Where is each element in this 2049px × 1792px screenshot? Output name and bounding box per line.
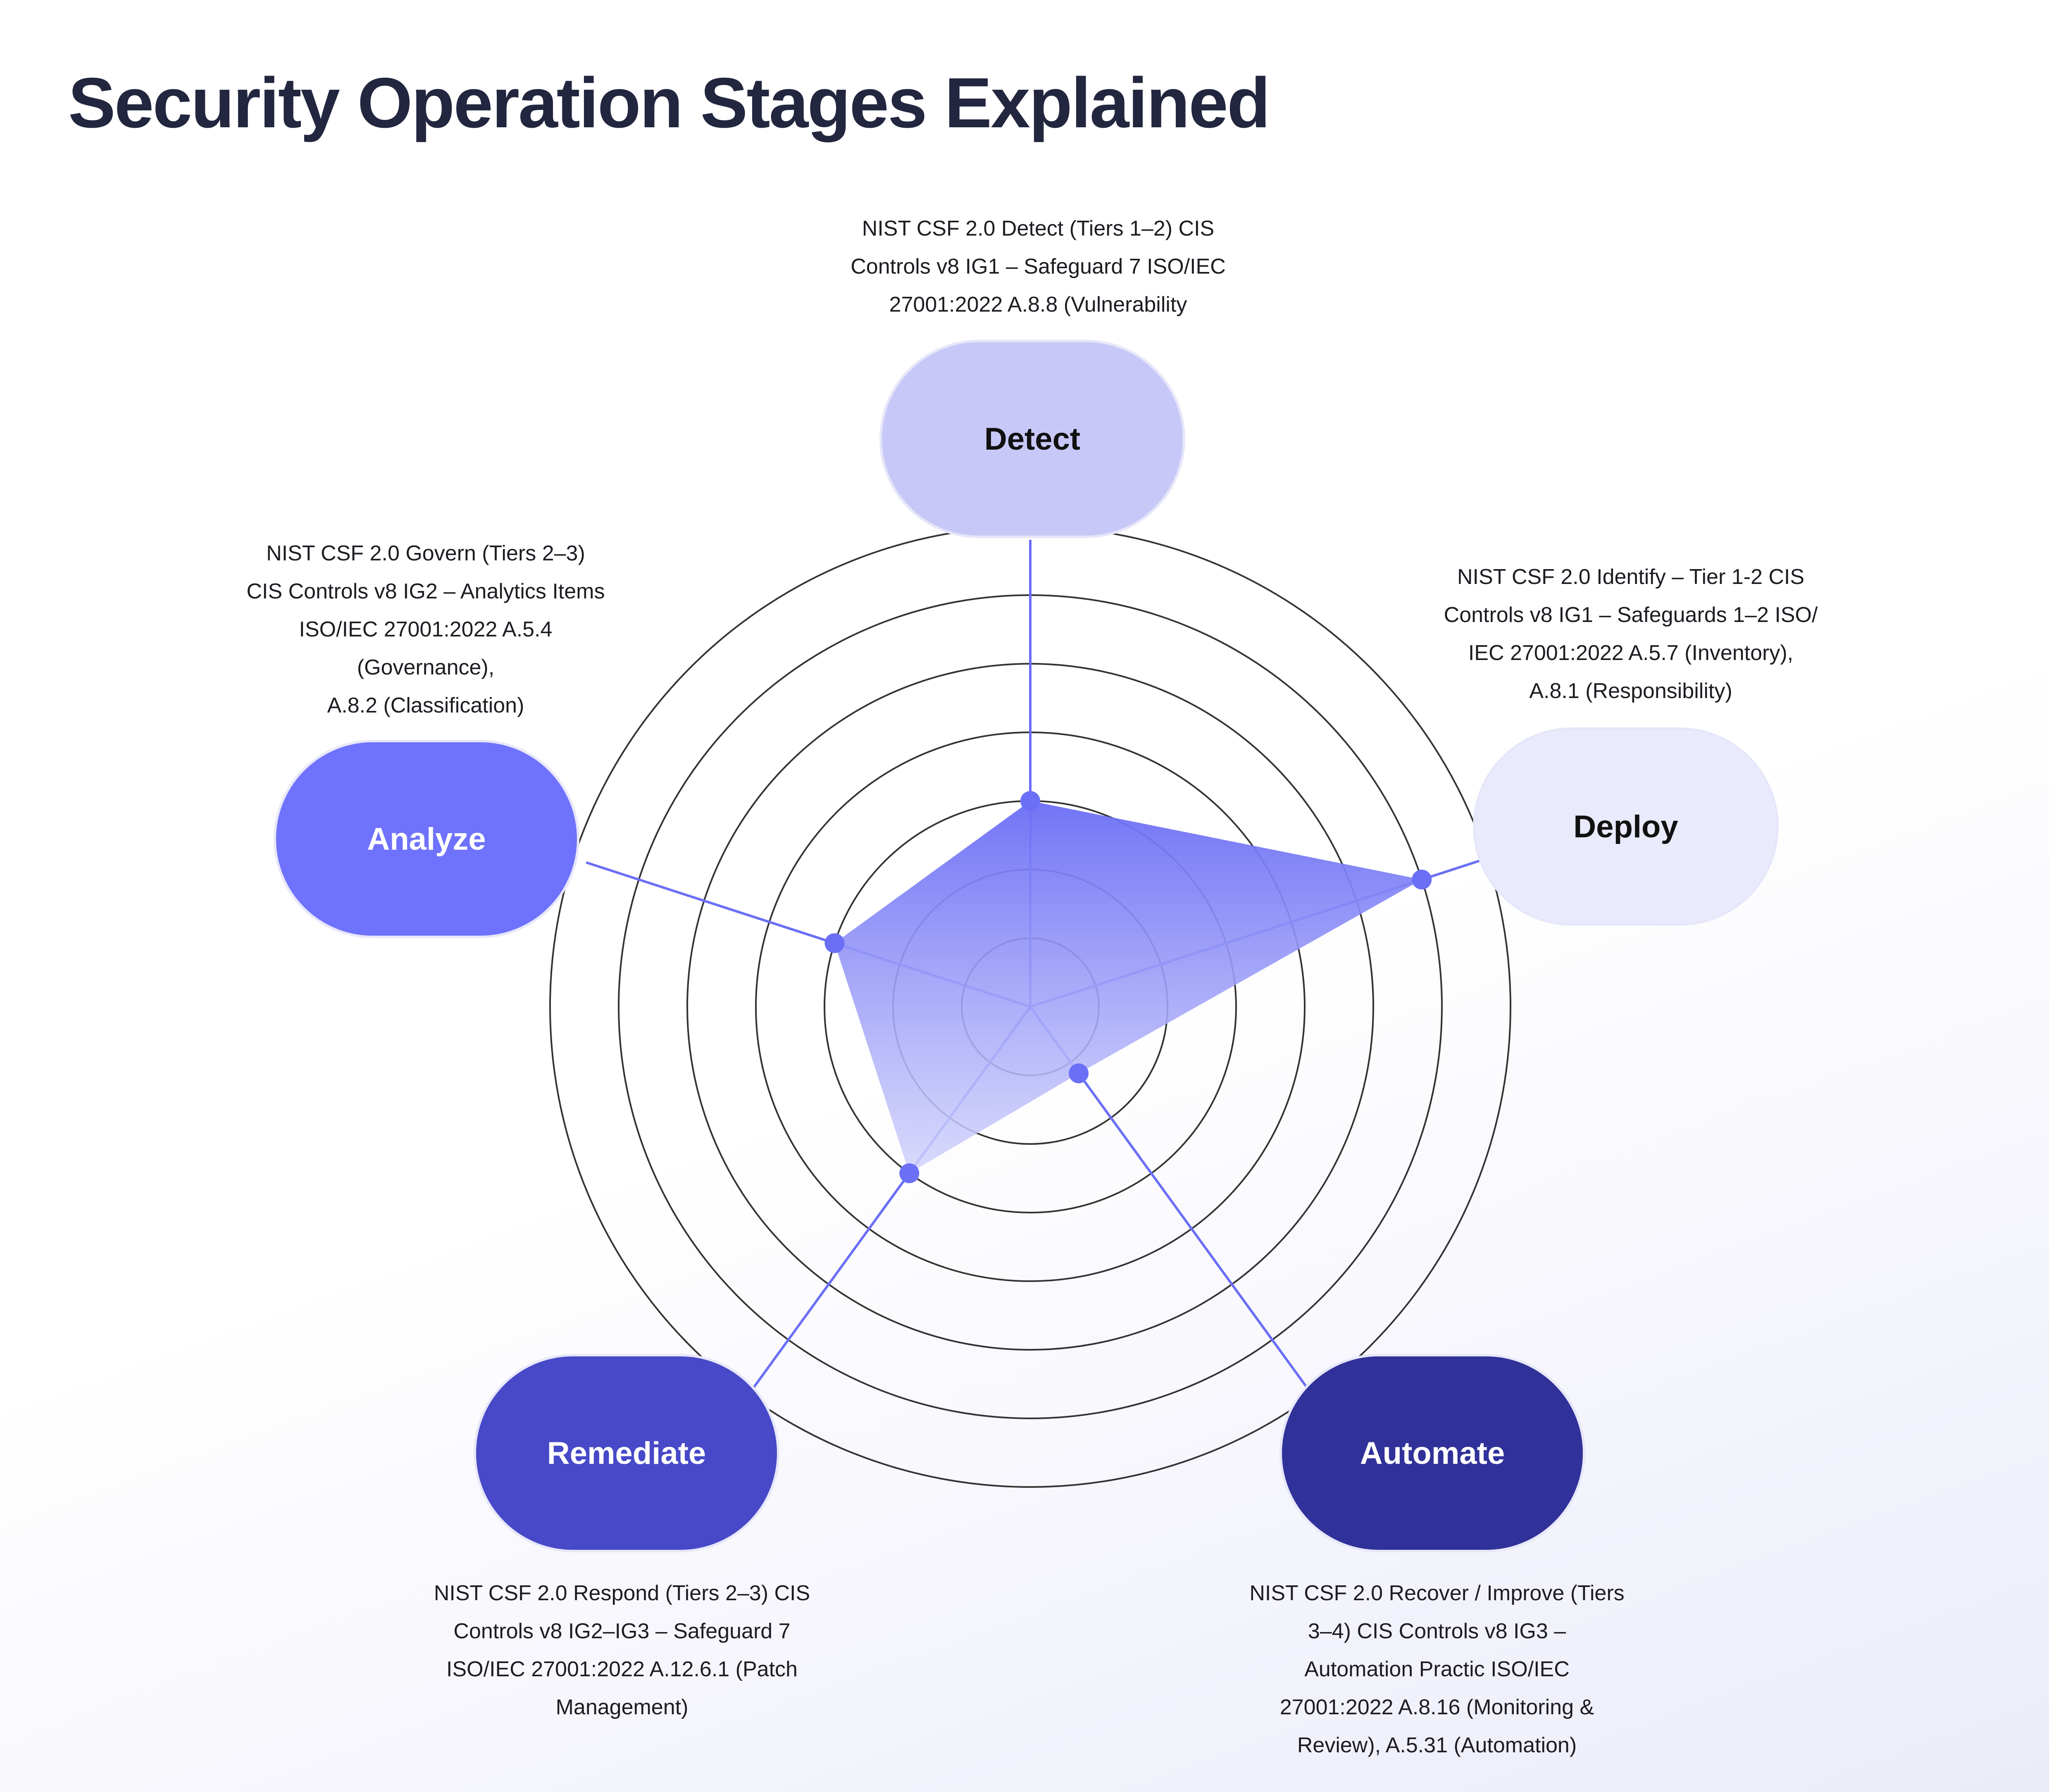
radar-point-deploy — [1412, 870, 1432, 890]
note-line: A.8.1 (Responsibility) — [1529, 679, 1732, 703]
note-line: A.8.2 (Classification) — [327, 693, 524, 717]
note-deploy: NIST CSF 2.0 Identify – Tier 1-2 CIS Con… — [1444, 558, 1818, 710]
stage-remediate: Remediate — [474, 1354, 779, 1552]
note-line: (Governance), — [357, 655, 495, 679]
radar-point-automate — [1069, 1063, 1089, 1084]
note-line: Controls v8 IG1 – Safeguard 7 ISO/IEC — [851, 255, 1226, 279]
note-line: ISO/IEC 27001:2022 A.12.6.1 (Patch — [446, 1657, 798, 1681]
stage-analyze-label: Analyze — [367, 821, 486, 857]
note-line: NIST CSF 2.0 Govern (Tiers 2–3) — [266, 541, 585, 565]
note-line: Automation Practic ISO/IEC — [1304, 1657, 1570, 1681]
radar-point-analyze — [824, 933, 845, 953]
radar-point-detect — [1020, 791, 1040, 811]
stage-deploy-label: Deploy — [1573, 809, 1678, 844]
note-line: Management) — [555, 1695, 689, 1719]
note-line: IEC 27001:2022 A.5.7 (Inventory), — [1468, 641, 1794, 665]
note-analyze: NIST CSF 2.0 Govern (Tiers 2–3) CIS Cont… — [247, 534, 605, 724]
radar-area — [834, 801, 1422, 1173]
note-line: 27001:2022 A.8.8 (Vulnerability — [889, 293, 1187, 317]
note-line: CIS Controls v8 IG2 – Analytics Items — [246, 579, 605, 603]
stage-deploy: Deploy — [1473, 727, 1779, 926]
note-line: NIST CSF 2.0 Respond (Tiers 2–3) CIS — [434, 1581, 810, 1605]
stage-automate-label: Automate — [1360, 1435, 1505, 1471]
note-line: Review), A.5.31 (Automation) — [1297, 1733, 1577, 1757]
note-remediate: NIST CSF 2.0 Respond (Tiers 2–3) CIS Con… — [434, 1574, 810, 1726]
note-line: NIST CSF 2.0 Detect (Tiers 1–2) CIS — [862, 217, 1215, 241]
note-line: Controls v8 IG2–IG3 – Safeguard 7 — [453, 1619, 791, 1643]
stage-analyze: Analyze — [274, 740, 579, 938]
note-line: ISO/IEC 27001:2022 A.5.4 — [299, 617, 553, 641]
stage-automate: Automate — [1279, 1354, 1585, 1552]
note-line: NIST CSF 2.0 Identify – Tier 1-2 CIS — [1457, 565, 1805, 589]
note-detect: NIST CSF 2.0 Detect (Tiers 1–2) CIS Cont… — [851, 210, 1226, 324]
stage-detect-label: Detect — [984, 421, 1081, 457]
stage-detect: Detect — [879, 340, 1185, 538]
stage-remediate-label: Remediate — [547, 1435, 706, 1471]
radar-point-remediate — [899, 1163, 920, 1183]
note-automate: NIST CSF 2.0 Recover / Improve (Tiers 3–… — [1249, 1574, 1624, 1764]
note-line: 3–4) CIS Controls v8 IG3 – — [1308, 1619, 1566, 1643]
note-line: NIST CSF 2.0 Recover / Improve (Tiers — [1249, 1581, 1625, 1605]
note-line: Controls v8 IG1 – Safeguards 1–2 ISO/ — [1444, 603, 1818, 627]
note-line: 27001:2022 A.8.16 (Monitoring & — [1279, 1695, 1594, 1719]
page-title: Security Operation Stages Explained — [68, 63, 1270, 143]
